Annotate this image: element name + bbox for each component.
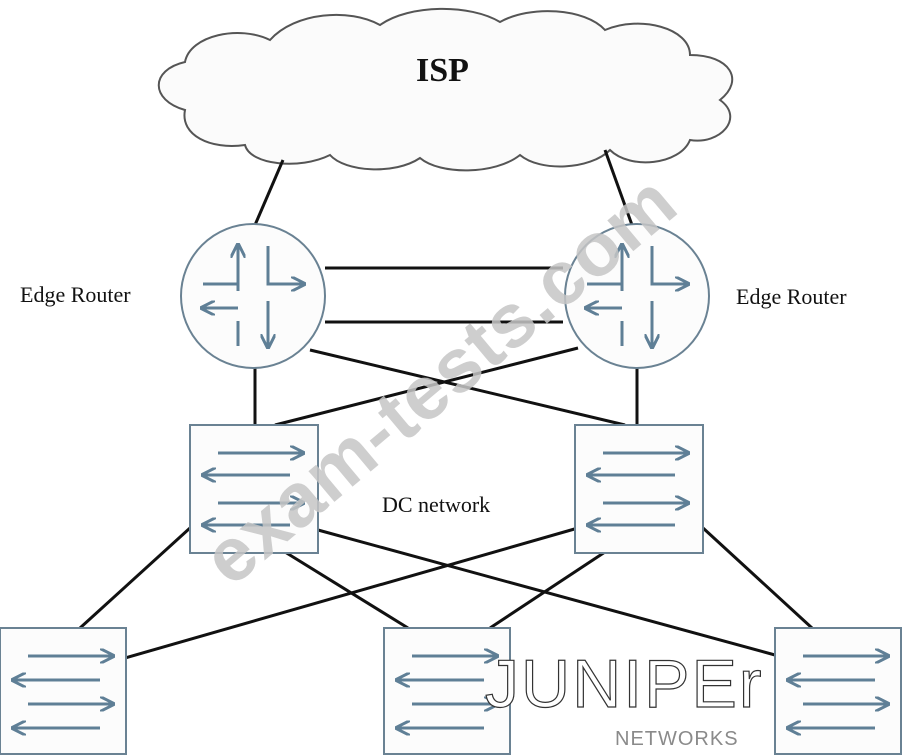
dc-switch-right xyxy=(574,424,704,554)
link-dcR-acc1 xyxy=(124,526,579,660)
link-dcL-acc2 xyxy=(284,550,409,630)
dc-network-label: DC network xyxy=(382,492,491,517)
link-dcL-acc3 xyxy=(317,528,776,657)
link-edgeL-dcR xyxy=(309,348,626,427)
access-switch-2 xyxy=(383,627,511,755)
isp-label: ISP xyxy=(416,52,469,89)
edge-router-left-label: Edge Router xyxy=(20,282,131,307)
link-dcR-acc3 xyxy=(701,526,814,630)
juniper-logo-sub: NETWORKS xyxy=(615,728,739,750)
edge-router-right-label: Edge Router xyxy=(736,284,847,309)
edge-router-right xyxy=(564,223,710,369)
link-isp-edge-right xyxy=(603,149,634,226)
dc-switch-left xyxy=(189,424,319,554)
link-dcL-acc1 xyxy=(78,526,192,630)
link-isp-edge-left xyxy=(253,159,285,226)
edge-router-left xyxy=(180,223,326,369)
links xyxy=(78,149,814,660)
isp-cloud xyxy=(157,7,734,172)
link-edgeR-dcL xyxy=(274,346,579,427)
link-dcR-acc2 xyxy=(489,550,606,630)
access-switch-1 xyxy=(0,627,127,755)
juniper-logo-word: JUNIPEr xyxy=(484,646,764,722)
access-switch-3 xyxy=(774,627,902,755)
